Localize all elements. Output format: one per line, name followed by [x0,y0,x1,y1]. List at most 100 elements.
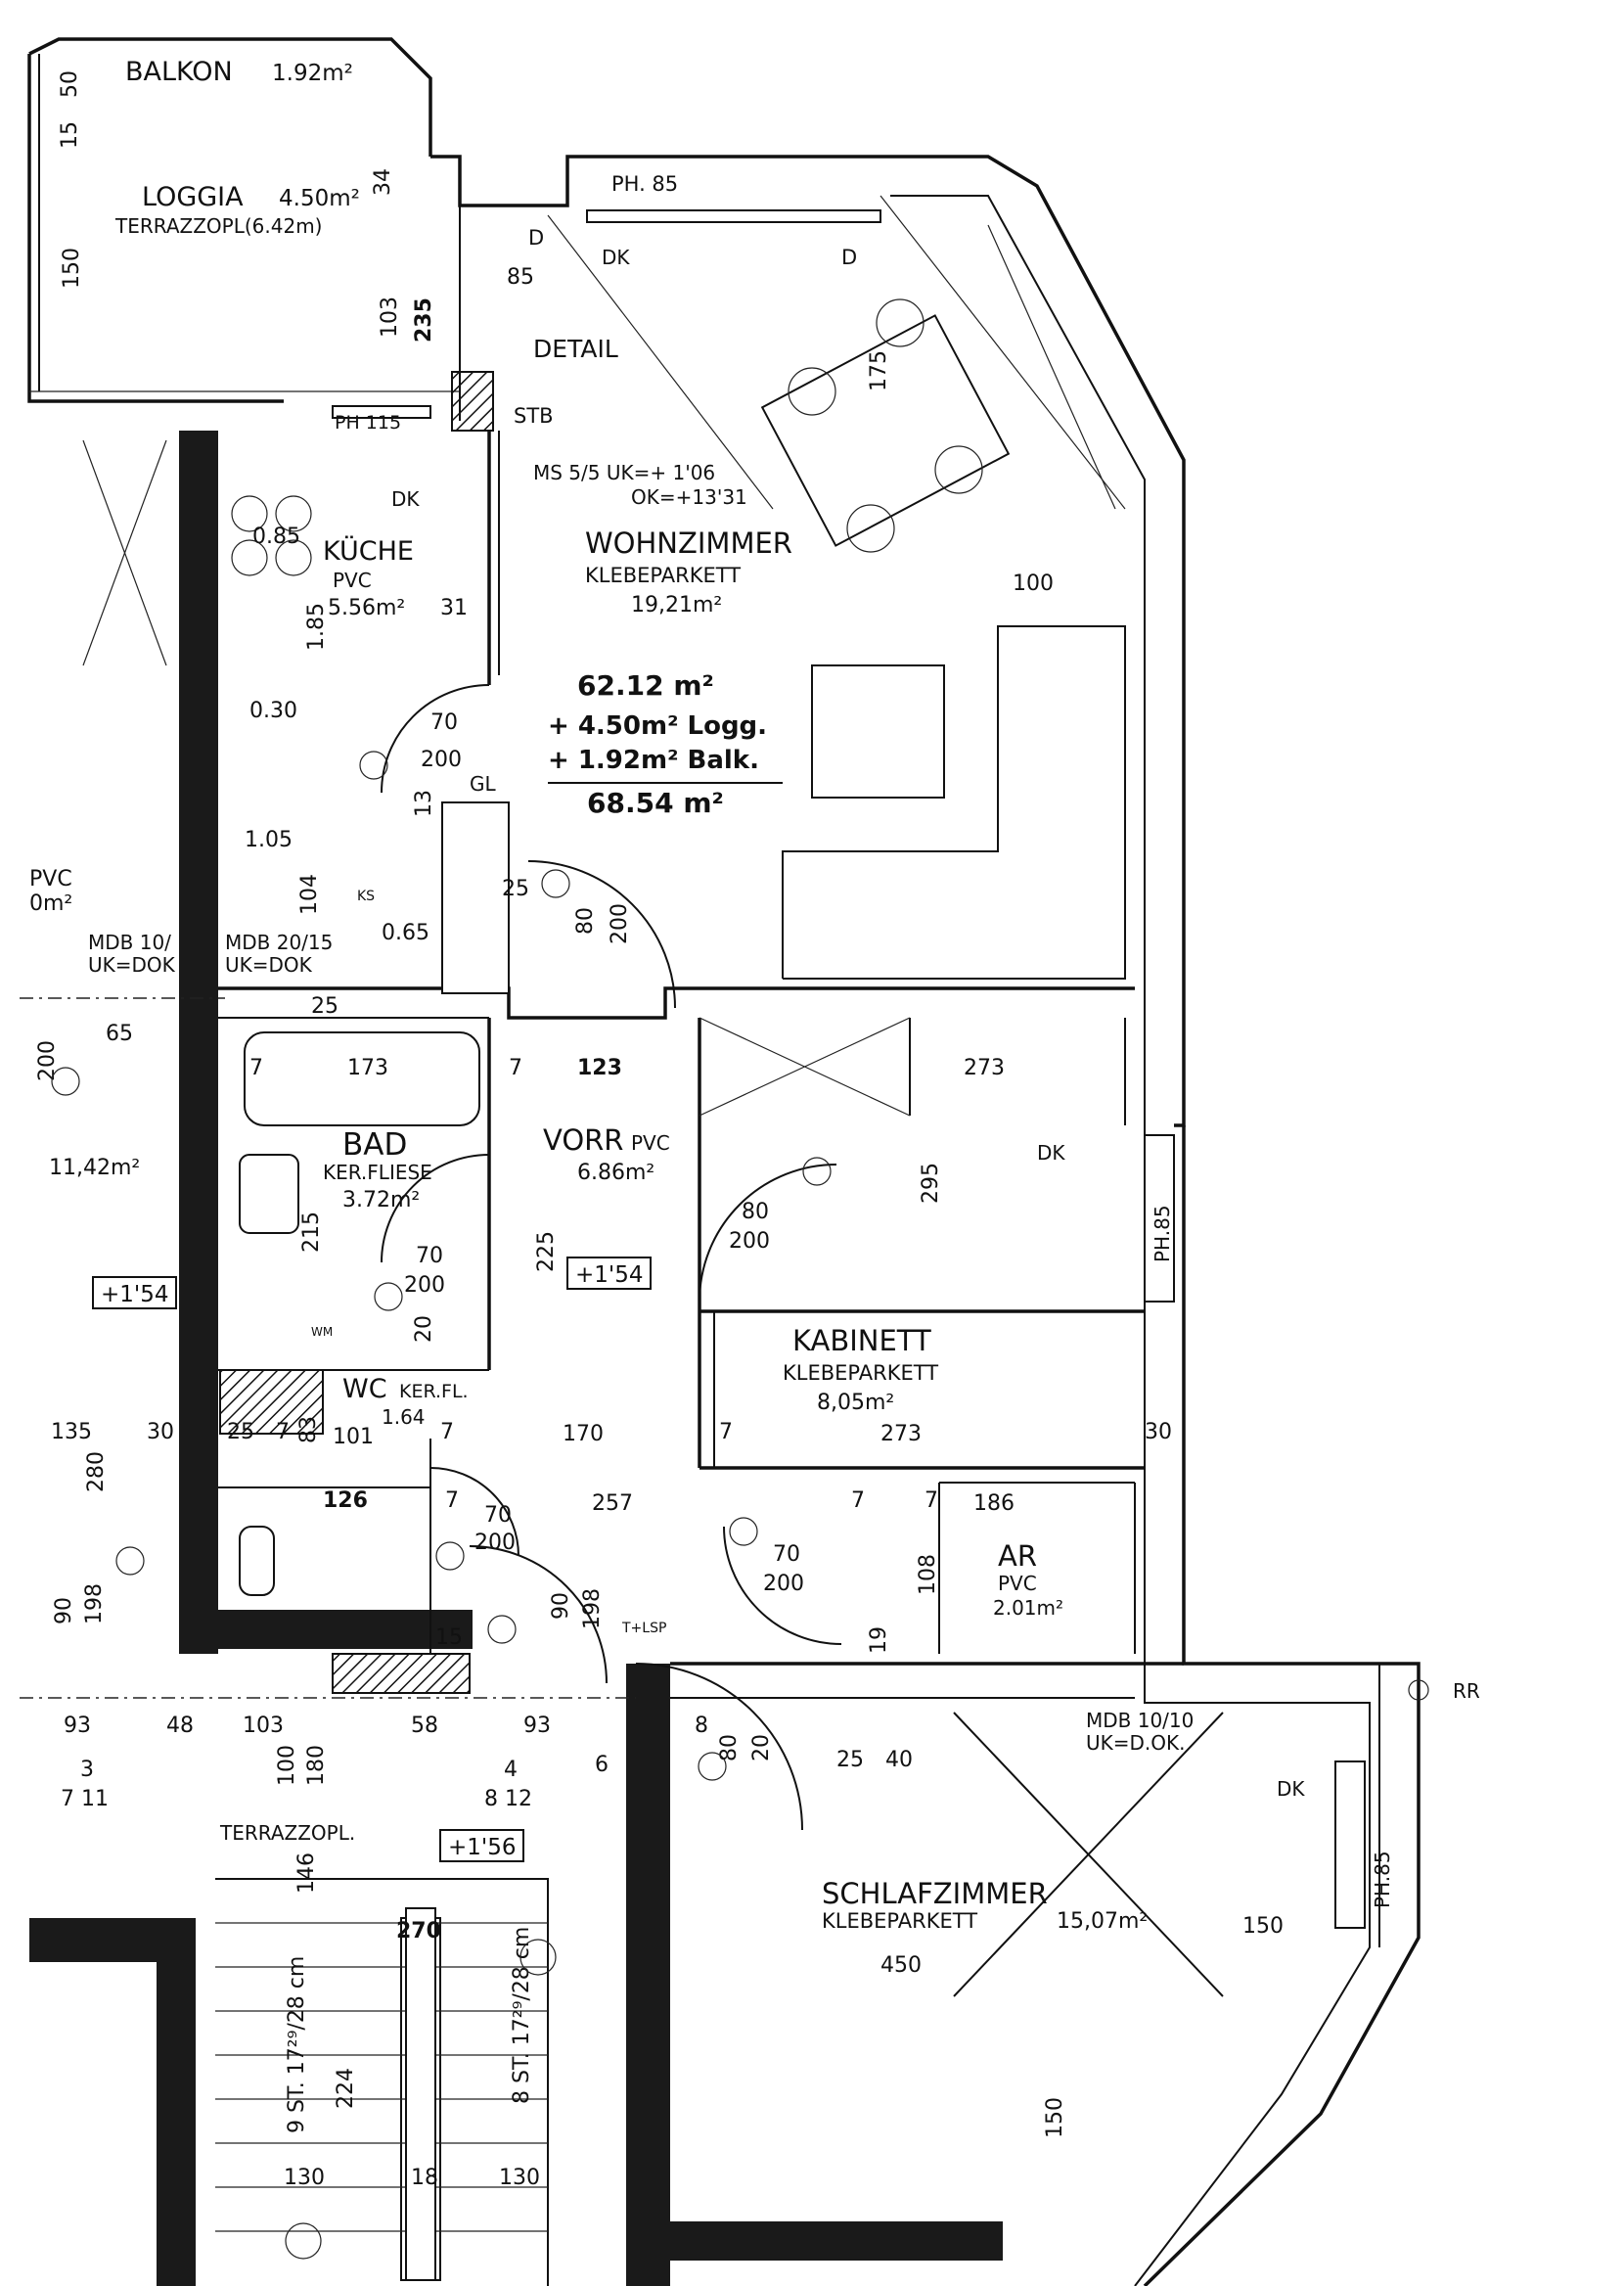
dim-270: 270 [396,1919,441,1943]
dim-235: 235 [412,297,436,343]
dim-175: 175 [867,350,891,391]
kabinett-floor: KLEBEPARKETT [783,1361,938,1385]
dim-101: 101 [333,1425,374,1449]
dim-31: 31 [440,596,468,620]
dim-200e: 200 [404,1273,445,1298]
dim-80c: 80 [742,1200,769,1224]
electrical-symbols [51,751,1429,2260]
wohnzimmer-area: 19,21m² [631,593,722,617]
level-1: +1'54 [101,1282,169,1307]
mdb2b: UK=DOK [225,953,313,977]
dim-170: 170 [563,1422,604,1446]
dim-40: 40 [885,1748,913,1772]
dim-280: 280 [84,1451,109,1492]
dim-70c: 70 [773,1542,800,1567]
mdb3: MDB 10/10 [1086,1709,1194,1732]
dk-2: DK [391,487,420,511]
total-line-2: + 4.50m² Logg. [548,711,767,741]
dim-80b: 80 [717,1734,742,1761]
total-line-3: + 1.92m² Balk. [548,746,759,775]
vorr-floor: PVC [631,1131,670,1155]
dim-257: 257 [592,1491,633,1516]
dim-103: 103 [243,1714,284,1738]
dim-200c: 200 [474,1531,516,1555]
dim-150c: 150 [60,248,84,289]
dim-70b: 70 [484,1503,512,1528]
ms-note: MS 5/5 UK=+ 1'06 [533,461,715,484]
dim-215: 215 [299,1212,324,1253]
ok-note: OK=+13'31 [631,485,747,509]
doors [381,684,842,1831]
dim-198b: 198 [580,1588,605,1629]
balkon-label: BALKON [125,57,233,87]
wc-label: WC [342,1374,387,1404]
left-pvc-area: 0m² [29,892,72,916]
schlafzimmer-label: SCHLAFZIMMER [822,1877,1048,1910]
dim-58: 58 [411,1714,438,1738]
schlafzimmer-area: 15,07m² [1057,1909,1148,1934]
vorr-label: VORR [543,1123,623,1157]
dim-130a: 130 [284,2166,325,2190]
stair-b: 4 [504,1758,518,1782]
dim-90a: 90 [52,1597,76,1624]
dim-200b: 200 [608,903,632,944]
dim-16: 18 [411,2166,438,2190]
dim-7b: 7 [509,1056,522,1080]
wc-area: 1.64 [382,1405,426,1429]
loggia-label: LOGGIA [142,182,244,212]
dk-1: DK [602,246,630,269]
bad-floor: KER.FLIESE [323,1161,432,1184]
d-1: D [528,226,544,250]
dim-450: 450 [880,1953,922,1978]
dim-130b: 130 [499,2166,540,2190]
dim-273b: 273 [880,1422,922,1446]
gl-note: GL [470,772,496,796]
ph85-schl: PH.85 [1371,1851,1394,1908]
dim-200a: 200 [421,748,462,772]
dim-225: 225 [534,1231,559,1272]
dim-104: 104 [297,874,322,915]
dim-25c: 25 [227,1420,254,1444]
dim-30b: 30 [1145,1420,1172,1444]
outer-walls [27,37,1421,2286]
level-2: +1'54 [575,1262,644,1288]
ks-note: KS [357,889,375,904]
dim-126: 126 [323,1488,368,1513]
level-4: +1'56 [448,1835,517,1860]
area-totals: 62.12 m² + 4.50m² Logg. + 1.92m² Balk. 6… [548,669,783,819]
dim-7a: 7 [249,1056,263,1080]
wc-floor: KER.FL. [399,1381,469,1402]
dim-90b: 90 [549,1592,573,1620]
stb-note: STB [514,404,554,428]
dim-85a: 85 [507,265,534,290]
balkon-area: 1.92m² [272,61,353,86]
mdb1b: UK=DOK [88,953,176,977]
dim-065: 0.65 [382,921,429,945]
dim-7h: 7 [925,1488,938,1513]
d-2: D [841,246,857,269]
dim-103b: 103 [378,297,402,338]
stairs-2: 8 ST. 17²⁹/28 cm [510,1927,534,2104]
dk-3: DK [1037,1141,1065,1165]
stairs-1: 9 ST. 17²⁹/28 cm [285,1956,309,2133]
stair-a: 3 [80,1758,94,1782]
ar-label: AR [998,1539,1037,1573]
dim-25d: 25 [836,1748,864,1772]
dim-030: 0.30 [249,699,297,723]
dim-7f: 7 [445,1488,459,1513]
dim-30a: 30 [147,1420,174,1444]
wohnzimmer-floor: KLEBEPARKETT [585,564,741,587]
rr-note: RR [1453,1679,1480,1703]
tlsp-note: T+LSP [621,1621,666,1636]
ph85-top: PH. 85 [611,172,678,196]
dim-8: 8 [695,1714,708,1738]
dim-173: 173 [347,1056,388,1080]
dim-6: 6 [595,1753,609,1777]
fixtures [82,195,1224,2286]
dim-7g: 7 [851,1488,865,1513]
dim-198a: 198 [82,1583,107,1624]
dim-83: 83 [296,1416,321,1443]
dim-100b: 100 [275,1745,299,1786]
